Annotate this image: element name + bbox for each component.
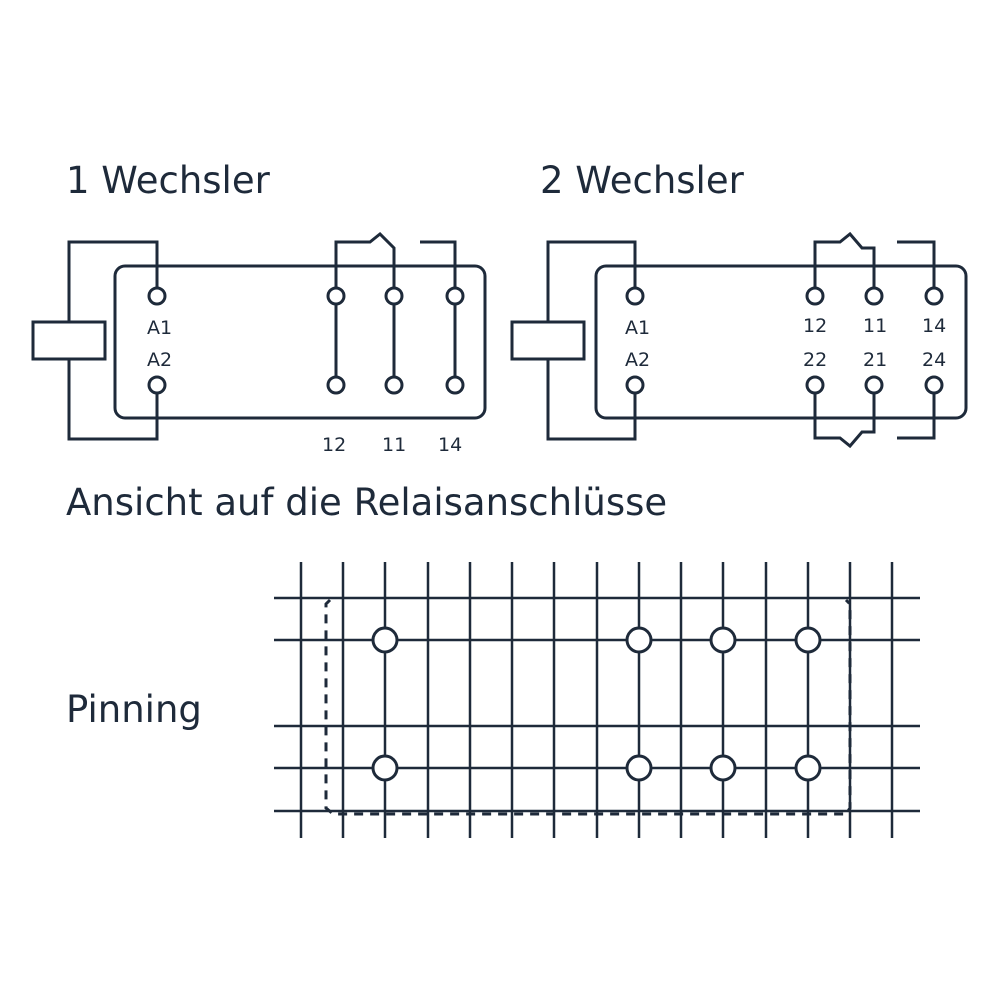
pinning-grid: [274, 562, 920, 838]
title-pinning: Pinning: [66, 688, 202, 731]
relay-2-label-22: 22: [803, 349, 827, 371]
relay-2-coil-wire-bottom: [546, 359, 637, 441]
relay-2-label-a2: A2: [625, 349, 650, 371]
relay-1-coil-wire-top: [67, 240, 159, 322]
relay-1-pin-14-top: [445, 286, 465, 306]
grid-vertical-lines: [299, 562, 894, 838]
pin-hole-22: [625, 754, 653, 782]
relay-1-pin-a1: [147, 286, 167, 306]
relay-1-pin-12-bottom: [326, 375, 346, 395]
relay-1-pin-11-top: [384, 286, 404, 306]
relay-1-pin-12-top: [326, 286, 346, 306]
relay-2-pin-21: [864, 375, 884, 395]
relay-2-label-12: 12: [803, 315, 827, 337]
relay-1-pin-11-bottom: [384, 375, 404, 395]
relay-2-pin-a2: [625, 375, 645, 395]
relay-1-pin-14-bottom: [445, 375, 465, 395]
relay-1-pin-a2: [147, 375, 167, 395]
relay-2-coil-wire-top: [546, 240, 637, 322]
relay-2-label-21: 21: [863, 349, 887, 371]
relay-2-label-24: 24: [922, 349, 946, 371]
relay-2-switch-2-no: [897, 392, 936, 440]
relay-2-coil: [510, 320, 586, 361]
relay-2-switch-2-nc: [813, 392, 876, 449]
pin-hole-21: [709, 754, 737, 782]
relay-1-label-a1: A1: [147, 317, 172, 339]
relay-2-pin-22: [805, 375, 825, 395]
pin-hole-11: [709, 626, 737, 654]
relay-footprint-outline: [324, 598, 852, 816]
relay-2-housing: [594, 264, 968, 420]
relay-1-label-a2: A2: [147, 349, 172, 371]
title-relay-view: Ansicht auf die Relaisanschlüsse: [66, 481, 667, 524]
relay-1-label-12: 12: [322, 434, 346, 456]
relay-2-pin-24: [924, 375, 944, 395]
relay-1-label-11: 11: [382, 434, 406, 456]
pin-hole-12: [625, 626, 653, 654]
pin-hole-24: [794, 754, 822, 782]
title-2-wechsler: 2 Wechsler: [540, 159, 745, 202]
relay-1-diagram: A1 A2 12 11 14: [31, 231, 487, 456]
pin-hole-a1: [371, 626, 399, 654]
relay-1-coil: [31, 320, 107, 361]
pin-hole-14: [794, 626, 822, 654]
pin-hole-a2: [371, 754, 399, 782]
relay-2-label-a1: A1: [625, 317, 650, 339]
relay-2-diagram: A1 A2 12 11 14 22 21 24: [510, 231, 968, 449]
title-1-wechsler: 1 Wechsler: [66, 159, 271, 202]
relay-1-housing: [113, 264, 487, 420]
relay-1-coil-wire-bottom: [67, 359, 159, 441]
relay-2-switch-1-nc: [813, 231, 876, 288]
relay-1-switch-nc: [334, 231, 396, 288]
relay-2-pin-12: [805, 286, 825, 306]
relay-2-label-14: 14: [922, 315, 946, 337]
relay-2-pin-11: [864, 286, 884, 306]
relay-2-label-11: 11: [863, 315, 887, 337]
relay-1-label-14: 14: [438, 434, 462, 456]
relay-2-pin-14: [924, 286, 944, 306]
relay-2-switch-1-no: [897, 240, 936, 288]
relay-1-switch-no: [420, 240, 457, 288]
relay-2-pin-a1: [625, 286, 645, 306]
